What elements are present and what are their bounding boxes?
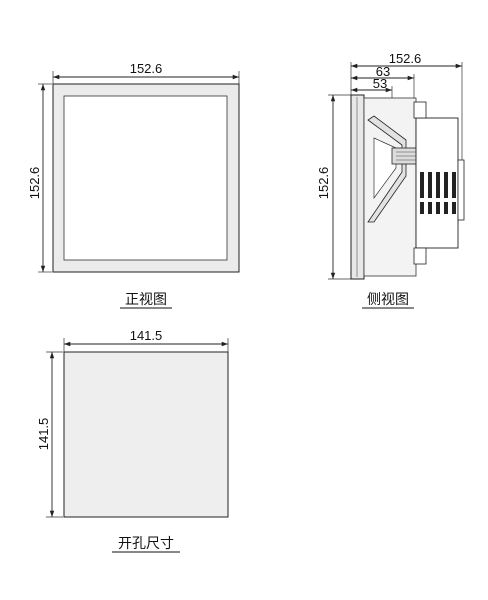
cutout-width-label: 141.5 (130, 328, 163, 343)
vent-slot (452, 202, 456, 214)
front-height-label: 152.6 (27, 167, 42, 200)
vent-slot (436, 172, 440, 198)
front-view-caption: 正视图 (125, 292, 167, 308)
side-depth-63-label: 63 (376, 64, 390, 79)
side-view-caption: 侧视图 (367, 292, 409, 308)
vent-slot (420, 172, 424, 198)
vent-slot (436, 202, 440, 214)
vent-slot (444, 172, 448, 198)
cutout-caption: 开孔尺寸 (118, 536, 174, 552)
side-front-housing (363, 97, 417, 277)
vent-slot (428, 202, 432, 214)
side-rear-connector (457, 159, 465, 221)
front-view: 152.6 152.6 正视图 (27, 61, 240, 309)
side-height-label: 152.6 (316, 167, 331, 200)
side-bottom-latch (413, 247, 427, 265)
cutout-height-label: 141.5 (36, 418, 51, 451)
cutout-square (63, 351, 229, 518)
side-view: 152.6 63 53 152.6 (316, 51, 465, 309)
side-bracket-window (373, 137, 397, 200)
vent-slot (452, 172, 456, 198)
side-vent-slots (420, 172, 456, 214)
side-bezel (350, 94, 365, 280)
front-width-label: 152.6 (130, 61, 163, 76)
side-top-latch (413, 101, 427, 119)
side-depth-53-label: 53 (373, 76, 387, 91)
vent-slot (444, 202, 448, 214)
cutout-view: 141.5 141.5 开孔尺寸 (36, 328, 229, 553)
vent-slot (428, 172, 432, 198)
side-overall-depth-label: 152.6 (389, 51, 422, 66)
vent-slot (420, 202, 424, 214)
front-panel-window (63, 95, 228, 261)
